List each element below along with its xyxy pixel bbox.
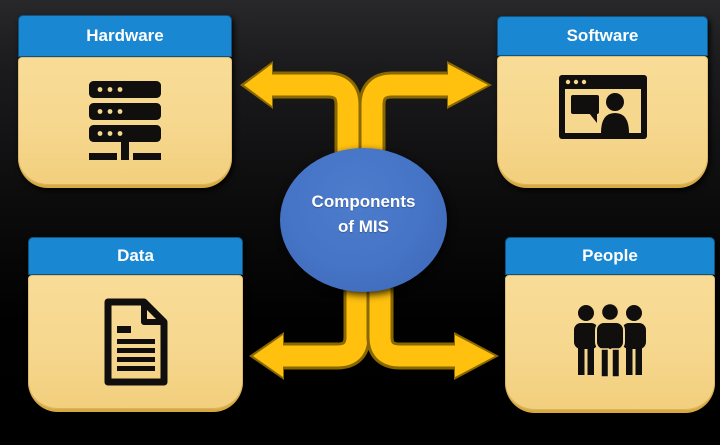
center-node: Components of MIS xyxy=(280,148,447,292)
node-card-people: People xyxy=(505,237,715,413)
node-body-software xyxy=(497,56,708,188)
node-header-people: People xyxy=(505,237,715,275)
node-body-hardware xyxy=(18,57,232,188)
node-label-people: People xyxy=(582,246,638,265)
arrow-center-to-data xyxy=(249,268,371,380)
node-card-hardware: Hardware xyxy=(18,15,232,188)
document-icon xyxy=(104,298,167,386)
node-header-data: Data xyxy=(28,237,243,275)
node-label-hardware: Hardware xyxy=(86,26,164,45)
arrow-center-to-software xyxy=(358,61,492,172)
node-label-data: Data xyxy=(117,246,154,265)
node-header-hardware: Hardware xyxy=(18,15,232,57)
app-window-chat-icon xyxy=(558,74,647,139)
node-body-data xyxy=(28,275,243,412)
arrow-center-to-hardware xyxy=(240,61,362,172)
node-card-software: Software xyxy=(497,16,708,188)
people-group-icon xyxy=(574,302,646,378)
node-label-software: Software xyxy=(566,26,639,45)
node-body-people xyxy=(505,275,715,413)
arrow-center-to-people xyxy=(366,268,499,380)
node-header-software: Software xyxy=(497,16,708,56)
node-card-data: Data xyxy=(28,237,243,412)
center-label-line1: Components xyxy=(311,192,416,211)
center-label-line2: of MIS xyxy=(338,217,389,236)
server-icon xyxy=(89,81,161,160)
